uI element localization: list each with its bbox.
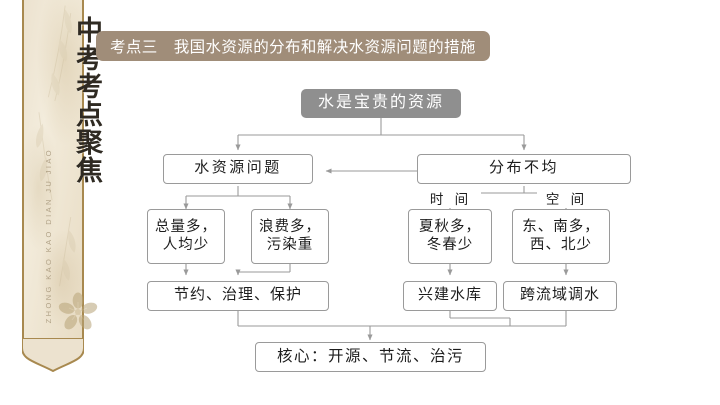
flower-icon: [58, 292, 98, 330]
node-water-resource-problem[interactable]: 水资源问题: [163, 154, 313, 184]
node-save-govern-protect[interactable]: 节约、治理、保护: [147, 281, 329, 311]
node-inter-basin-transfer[interactable]: 跨流域调水: [503, 281, 617, 311]
side-banner: 中考考点聚焦 ZHONG KAO KAO DIAN JU JIAO: [22, 0, 102, 340]
node-root[interactable]: 水是宝贵的资源: [301, 89, 461, 118]
banner-pinyin: ZHONG KAO KAO DIAN JU JIAO: [44, 148, 53, 324]
label-time: 时 间: [421, 188, 481, 208]
node-east-south-more[interactable]: 东、南多， 西、北少: [512, 209, 610, 264]
node-uneven-distribution[interactable]: 分布不均: [417, 154, 631, 184]
node-build-reservoirs[interactable]: 兴建水库: [403, 281, 497, 311]
section-header: 考点三 我国水资源的分布和解决水资源问题的措施: [96, 31, 490, 61]
node-total-large-percapita-small[interactable]: 总量多， 人均少: [147, 209, 225, 264]
section-title: 我国水资源的分布和解决水资源问题的措施: [173, 39, 476, 56]
banner-bottom-tip: [22, 338, 84, 372]
banner-texture: [24, 0, 82, 340]
label-space: 空 间: [537, 188, 597, 208]
node-core-summary[interactable]: 核心：开源、节流、治污: [255, 342, 486, 372]
bamboo-leaf-decoration-icon: [35, 5, 76, 287]
banner-title-vertical: 中考考点聚焦: [72, 16, 102, 184]
section-number: 考点三: [110, 39, 158, 56]
node-summer-autumn-more[interactable]: 夏秋多， 冬春少: [408, 209, 492, 264]
node-waste-pollution[interactable]: 浪费多， 污染重: [251, 209, 329, 264]
